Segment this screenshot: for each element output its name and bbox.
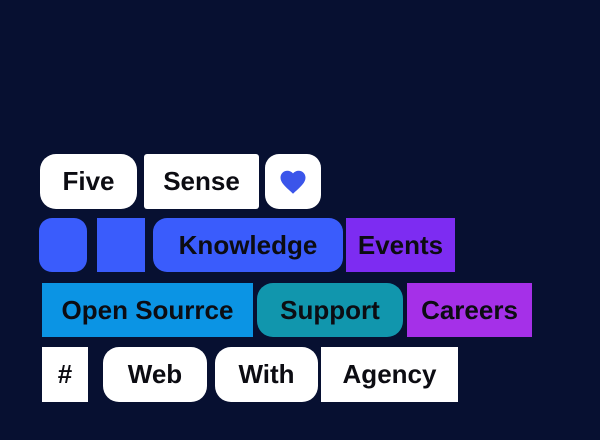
blank-tile-1[interactable]: [39, 218, 87, 272]
blank-tile-2[interactable]: [97, 218, 145, 272]
tag-knowledge[interactable]: Knowledge: [153, 218, 343, 272]
tag-with[interactable]: With: [215, 347, 318, 402]
heart-icon: [277, 167, 309, 197]
tag-events[interactable]: Events: [346, 218, 455, 272]
tag-row-2: Knowledge Events: [39, 218, 455, 272]
tag-web[interactable]: Web: [103, 347, 207, 402]
tag-five[interactable]: Five: [40, 154, 137, 209]
tag-sense[interactable]: Sense: [144, 154, 259, 209]
tag-agency[interactable]: Agency: [321, 347, 458, 402]
tag-row-3: Open Sourrce Support Careers: [42, 283, 532, 337]
tag-careers[interactable]: Careers: [407, 283, 532, 337]
tag-support[interactable]: Support: [257, 283, 403, 337]
tag-row-1: Five Sense: [40, 154, 321, 209]
tag-hash[interactable]: #: [42, 347, 88, 402]
tag-open-source[interactable]: Open Sourrce: [42, 283, 253, 337]
heart-button[interactable]: [265, 154, 321, 209]
tag-row-4: # Web With Agency: [42, 347, 458, 402]
